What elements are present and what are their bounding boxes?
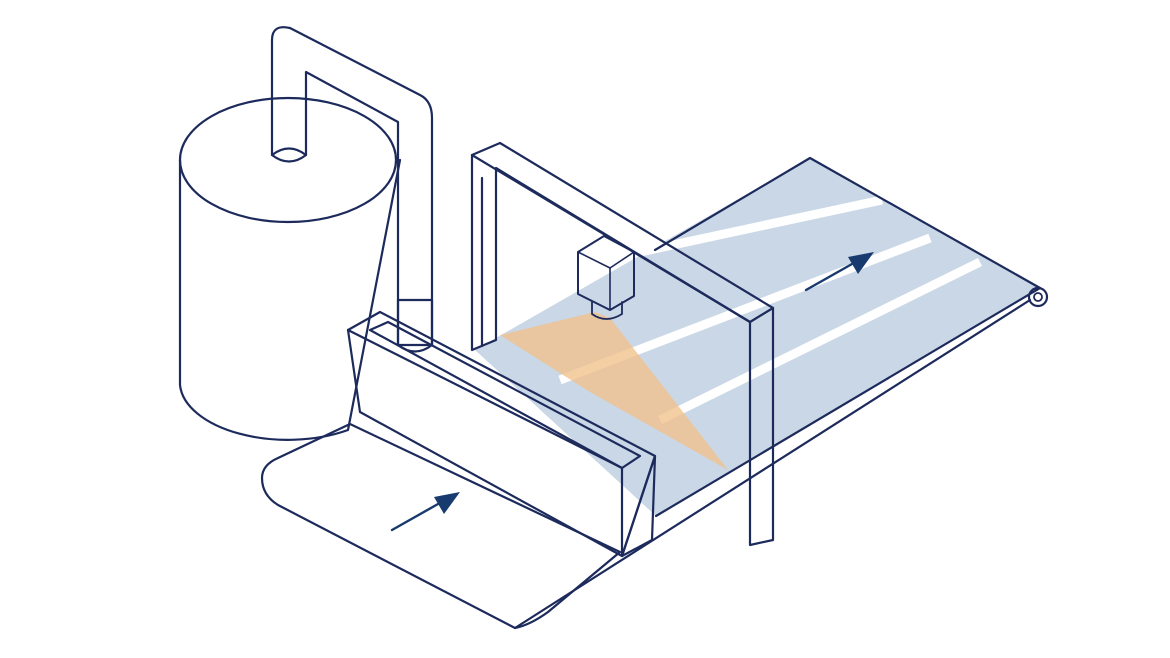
camera-light-cone bbox=[500, 312, 728, 470]
belt-stripe bbox=[658, 257, 982, 425]
feed-pipe bbox=[270, 26, 434, 347]
belt-stripe bbox=[639, 195, 883, 257]
direction-arrow-in bbox=[390, 492, 460, 532]
belt-roller-end bbox=[1027, 286, 1049, 308]
paper-roll-top bbox=[178, 96, 398, 224]
direction-arrow-out bbox=[804, 252, 874, 292]
coating-trough bbox=[346, 310, 657, 558]
inspection-gantry bbox=[470, 141, 775, 547]
camera-icon bbox=[577, 235, 635, 320]
